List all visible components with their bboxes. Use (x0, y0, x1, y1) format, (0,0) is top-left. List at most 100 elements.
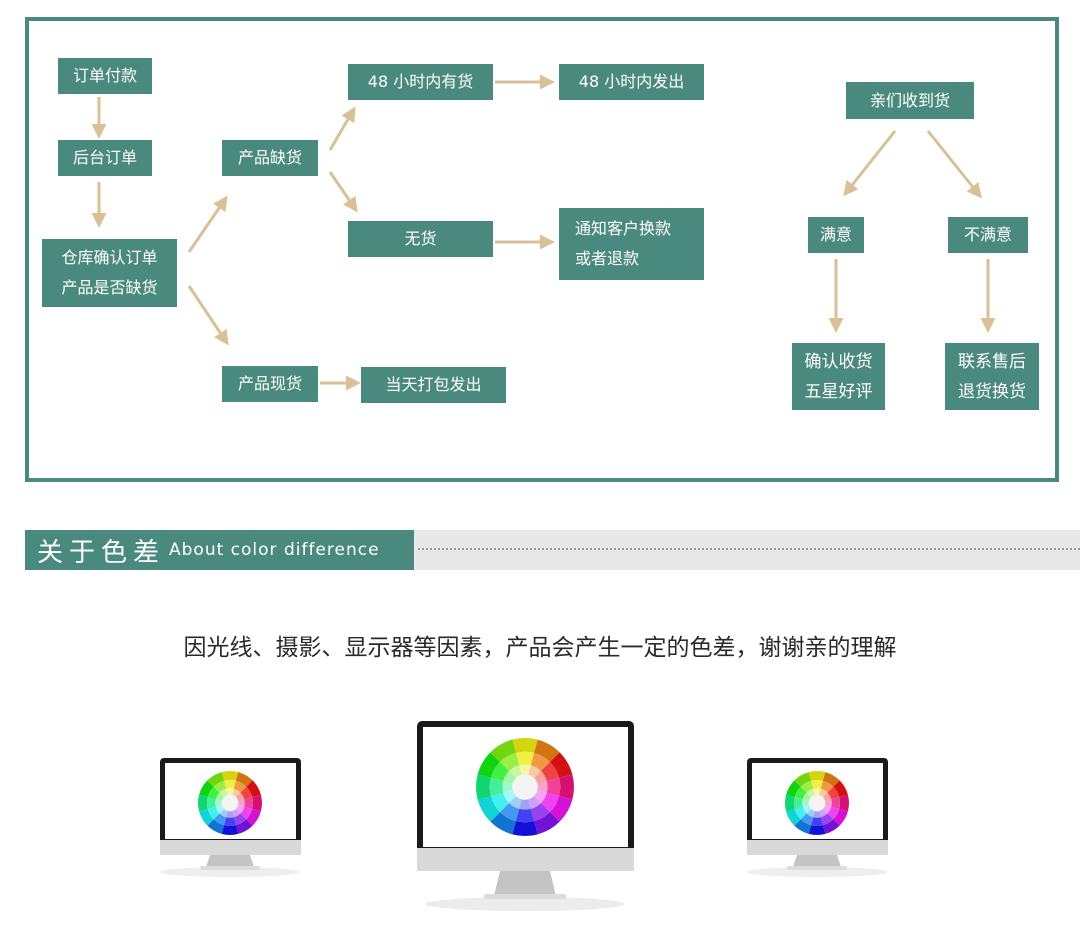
wheel-segment (235, 805, 245, 814)
wheel-segment (549, 796, 573, 822)
wheel-segment (490, 792, 510, 812)
node-confirm-receipt: 确认收货 五星好评 (792, 343, 885, 410)
wheel-segment (476, 774, 491, 800)
wheel-segment (500, 752, 520, 772)
wheel-segment (827, 786, 840, 800)
arrow-outofstock-48h (328, 106, 356, 151)
wheel-segment (512, 821, 538, 836)
wheel-segment (822, 772, 840, 787)
wheel-segment (224, 779, 236, 789)
wheel-segment (800, 813, 814, 826)
node-order-payment: 订单付款 (58, 58, 152, 94)
wheel-segment (528, 796, 541, 809)
wheel-segment (503, 771, 516, 784)
wheel-segment (820, 780, 834, 793)
wheel-segment (534, 771, 547, 784)
wheel-segment (207, 806, 220, 820)
wheel-segment (802, 799, 809, 807)
wheel-segment (226, 788, 234, 795)
wheel-segment (534, 811, 560, 835)
wheel-segment (808, 771, 826, 781)
wheel-segment (806, 808, 815, 818)
wheel-segment (519, 764, 531, 775)
wheel-segment (546, 777, 561, 797)
wheel-segment (793, 797, 803, 809)
wheel-segment (515, 751, 535, 766)
wheel-segment (206, 797, 216, 809)
node-no-stock: 无货 (348, 221, 493, 257)
wheel-segment (540, 792, 560, 812)
wheel-segment (477, 752, 501, 778)
node-in-stock: 产品现货 (222, 366, 318, 402)
wheel-segment (199, 780, 214, 798)
wheel-center (808, 794, 826, 812)
wheel-segment (226, 811, 234, 818)
wheel-segment (549, 752, 573, 778)
wheel-segment (207, 786, 220, 800)
wheel-center (221, 794, 239, 812)
monitor-right (747, 758, 888, 877)
monitor-center (417, 721, 634, 911)
wheel-segment (794, 786, 807, 800)
wheel-segment (785, 794, 795, 812)
wheel-segment (822, 805, 832, 814)
arrow-warehouse-outofstock (187, 195, 228, 253)
wheel-segment (806, 788, 815, 798)
wheel-segment (238, 799, 245, 807)
wheel-segment (839, 794, 849, 812)
wheel-segment (519, 799, 531, 810)
wheel-segment (537, 781, 548, 793)
wheel-segment (786, 808, 801, 826)
flow-arrows (91, 74, 996, 391)
arrow-received-satisfied (843, 130, 897, 197)
wheel-segment (215, 792, 225, 801)
wheel-segment (831, 797, 841, 809)
wheel-segment (794, 819, 812, 834)
wheel-segment (233, 813, 247, 826)
node-restock-48h: 48 小时内有货 (348, 64, 493, 100)
color-wheel-right (785, 771, 849, 835)
section-divider (418, 548, 1080, 550)
wheel-segment (811, 779, 823, 789)
node-unsatisfied: 不满意 (948, 217, 1028, 253)
wheel-segment (833, 808, 848, 826)
section-title: 关于色差 About color difference (25, 530, 414, 570)
wheel-segment (502, 781, 513, 793)
wheel-segment (213, 780, 227, 793)
wheel-segment (808, 825, 826, 835)
wheel-segment (233, 780, 247, 793)
wheel-segment (559, 774, 574, 800)
wheel-segment (528, 765, 541, 778)
wheel-segment (232, 788, 241, 798)
wheel-segment (215, 799, 222, 807)
wheel-segment (477, 796, 501, 822)
node-ship-48h: 48 小时内发出 (559, 64, 704, 100)
wheel-segment (786, 780, 801, 798)
wheel-segment (802, 805, 812, 814)
wheel-segment (235, 772, 253, 787)
wheel-segment (224, 817, 236, 827)
wheel-segment (530, 752, 550, 772)
wheel-segment (819, 808, 828, 818)
wheel-segment (219, 808, 228, 818)
wheel-segment (540, 762, 560, 782)
wheel-segment (822, 792, 832, 801)
wheel-segment (490, 739, 516, 763)
node-contact-support: 联系售后 退货换货 (945, 343, 1039, 410)
wheel-segment (489, 777, 504, 797)
wheel-segment (794, 772, 812, 787)
node-ship-today: 当天打包发出 (361, 367, 506, 403)
wheel-segment (509, 796, 522, 809)
wheel-segment (530, 802, 550, 822)
wheel-segment (240, 786, 253, 800)
node-out-of-stock: 产品缺货 (222, 140, 318, 176)
wheel-segment (235, 819, 253, 834)
wheel-segment (198, 794, 208, 812)
color-wheel-left (198, 771, 262, 835)
wheel-segment (490, 762, 510, 782)
wheel-segment (534, 739, 560, 763)
node-notify-customer: 通知客户换款 或者退款 (559, 208, 704, 280)
node-warehouse-check: 仓库确认订单 产品是否缺货 (42, 239, 177, 307)
node-satisfied: 满意 (808, 217, 864, 253)
wheel-segment (833, 780, 848, 798)
